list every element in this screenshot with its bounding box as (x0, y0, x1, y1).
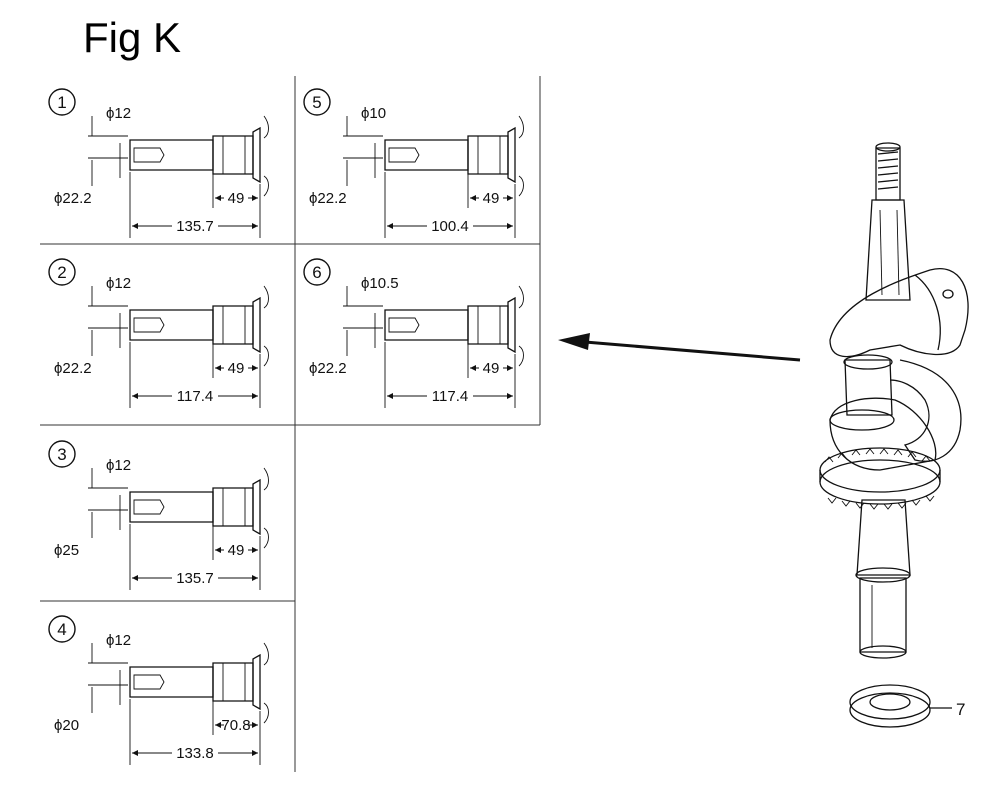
diameter-large-label: ϕ22.2 (54, 190, 92, 207)
variant-panel-4: 4 ϕ12 ϕ20 70.8 133.8 (48, 615, 269, 765)
diameter-small-label: ϕ10 (361, 105, 386, 122)
diameter-large-label: ϕ22.2 (54, 360, 92, 377)
diameter-small-label: ϕ12 (106, 105, 131, 122)
callout-7-label: 7 (956, 700, 965, 719)
variant-panel-1: 1 ϕ12 ϕ22.2 49 135.7 (48, 88, 269, 238)
diameter-large-label: ϕ22.2 (309, 360, 347, 377)
variant-number: 2 (57, 263, 66, 282)
diameter-large-label: ϕ20 (54, 717, 79, 734)
shaft-drawing (129, 642, 269, 724)
total-length-label: 117.4 (432, 388, 468, 405)
end-length-label: 49 (228, 542, 245, 559)
variant-number-circle (48, 88, 76, 116)
variant-panel-2: 2 ϕ12 ϕ22.2 49 117.4 (48, 258, 269, 408)
total-length-label: 117.4 (177, 388, 213, 405)
end-length-label: 49 (483, 190, 500, 207)
washer-part (849, 684, 952, 728)
variant-number: 4 (57, 620, 66, 639)
end-length-label: 70.8 (221, 717, 250, 734)
variant-number-circle (303, 88, 331, 116)
end-length-label: 49 (228, 190, 245, 207)
variant-number: 3 (57, 445, 66, 464)
variant-panel-5: 5 ϕ10 ϕ22.2 49 100.4 (303, 88, 524, 238)
shaft-drawing (384, 285, 524, 367)
total-length-label: 135.7 (176, 218, 214, 235)
diameter-large-label: ϕ22.2 (309, 190, 347, 207)
shaft-drawing (384, 115, 524, 197)
variant-number-circle (48, 615, 76, 643)
variant-number: 1 (57, 93, 66, 112)
diameter-large-label: ϕ25 (54, 542, 79, 559)
variant-number-circle (303, 258, 331, 286)
total-length-label: 100.4 (431, 218, 469, 235)
variant-number: 5 (312, 93, 321, 112)
variant-grid (40, 76, 541, 772)
diameter-small-label: ϕ12 (106, 275, 131, 292)
pointer-arrow (558, 333, 801, 362)
diameter-small-label: ϕ12 (106, 632, 131, 649)
shaft-drawing (129, 115, 269, 197)
end-length-label: 49 (228, 360, 245, 377)
shaft-drawing (129, 285, 269, 367)
diameter-small-label: ϕ10.5 (361, 275, 399, 292)
total-length-label: 135.7 (176, 570, 214, 587)
shaft-drawing (129, 467, 269, 549)
diameter-small-label: ϕ12 (106, 457, 131, 474)
variant-number-circle (48, 258, 76, 286)
total-length-label: 133.8 (176, 745, 214, 762)
variant-number: 6 (312, 263, 321, 282)
figure-title: Fig K (83, 14, 182, 61)
crankshaft-illustration (819, 142, 969, 659)
variant-panel-3: 3 ϕ12 ϕ25 49 135.7 (48, 440, 269, 590)
variant-panel-6: 6 ϕ10.5 ϕ22.2 49 117.4 (303, 258, 524, 408)
variant-number-circle (48, 440, 76, 468)
end-length-label: 49 (483, 360, 500, 377)
